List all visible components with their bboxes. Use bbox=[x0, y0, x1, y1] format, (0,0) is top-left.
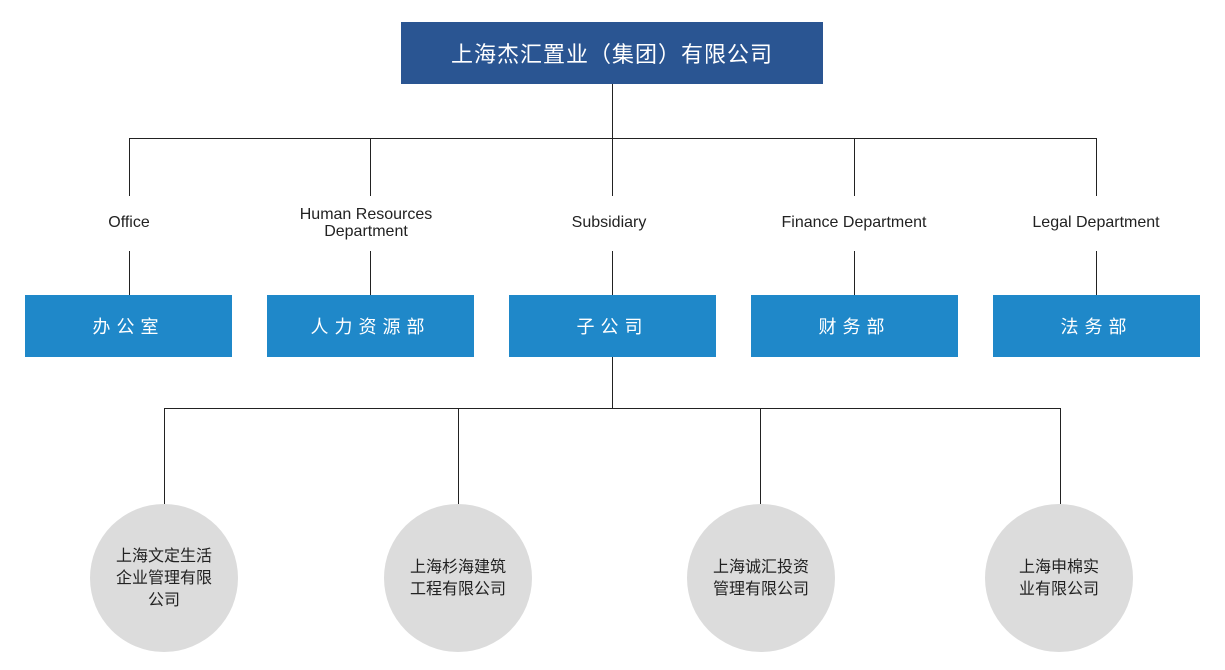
dept-label-office: Office bbox=[29, 214, 229, 231]
dept-box-office: 办公室 bbox=[25, 295, 232, 357]
dept-label-hr: Human Resources Department bbox=[266, 206, 466, 240]
dept-box-hr: 人力资源部 bbox=[267, 295, 474, 357]
subsidiary-name: 上海文定生活企业管理有限公司 bbox=[115, 546, 212, 609]
subsidiary-node: 上海诚汇投资管理有限公司 bbox=[687, 504, 835, 652]
dept-label-subsidiary: Subsidiary bbox=[509, 214, 709, 231]
dept-label-legal: Legal Department bbox=[996, 214, 1196, 231]
root-company-box: 上海杰汇置业（集团）有限公司 bbox=[401, 22, 823, 84]
subsidiary-node: 上海申棉实业有限公司 bbox=[985, 504, 1133, 652]
subsidiary-name: 上海杉海建筑工程有限公司 bbox=[409, 557, 506, 598]
subsidiary-node: 上海文定生活企业管理有限公司 bbox=[90, 504, 238, 652]
dept-box-finance: 财务部 bbox=[751, 295, 958, 357]
dept-box-subsidiary: 子公司 bbox=[509, 295, 716, 357]
dept-box-legal: 法务部 bbox=[993, 295, 1200, 357]
subsidiary-name: 上海申棉实业有限公司 bbox=[1018, 557, 1099, 598]
dept-label-finance: Finance Department bbox=[754, 214, 954, 231]
subsidiary-node: 上海杉海建筑工程有限公司 bbox=[384, 504, 532, 652]
subsidiary-name: 上海诚汇投资管理有限公司 bbox=[712, 557, 809, 598]
